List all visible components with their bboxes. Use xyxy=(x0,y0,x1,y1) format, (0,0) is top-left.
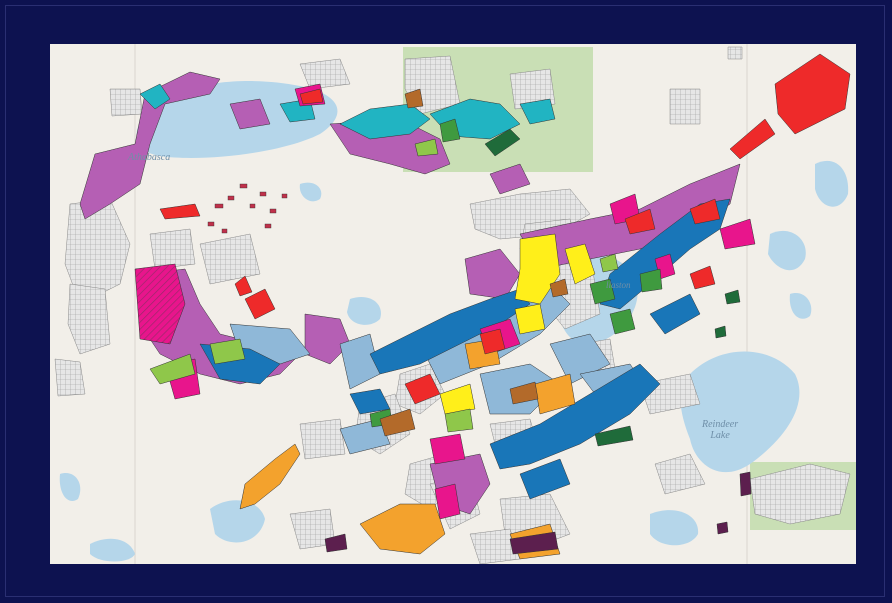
map-label-reindeer-lake: Reindeer Lake xyxy=(702,419,738,441)
dark-purple-claims xyxy=(324,471,752,555)
yellow-claims xyxy=(439,233,596,415)
mineral-claims-map[interactable]: Athabasca llaston Reindeer Lake xyxy=(50,44,856,564)
frame-border xyxy=(5,5,885,597)
red-claims xyxy=(159,53,851,405)
dark-green-claims xyxy=(484,128,741,447)
brown-claims xyxy=(379,88,569,437)
map-label-reindeer-line1: Reindeer xyxy=(702,419,739,430)
map-canvas xyxy=(50,44,856,564)
map-label-athabasca: Athabasca xyxy=(128,152,171,163)
lake-reindeer xyxy=(680,351,800,473)
map-label-reindeer-line2: Lake xyxy=(710,430,730,441)
lime-claims xyxy=(149,138,619,433)
small-scattered-claims xyxy=(207,183,288,234)
green-claims xyxy=(369,118,663,428)
map-label-wollaston: llaston xyxy=(606,280,631,290)
